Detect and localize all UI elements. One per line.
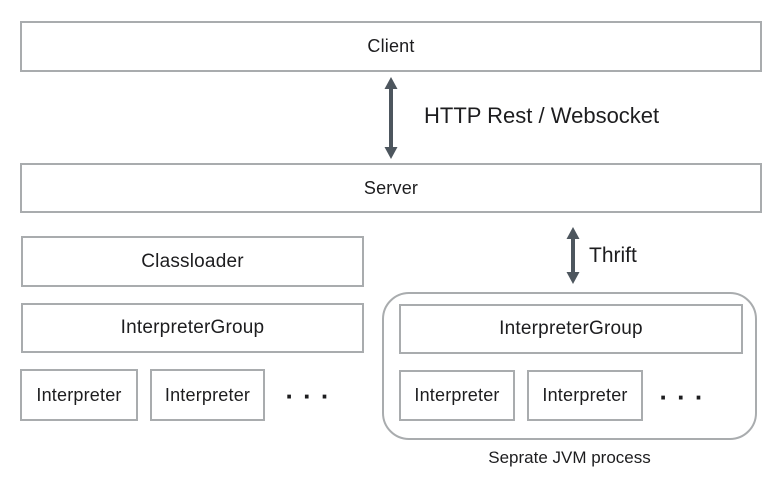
client-label: Client bbox=[367, 36, 415, 56]
server-label: Server bbox=[363, 177, 419, 198]
local-interpreters-ellipsis: ··· bbox=[285, 381, 339, 411]
thrift-double-arrow-icon bbox=[566, 227, 580, 284]
remote-interpreter-label-2: Interpreter bbox=[542, 385, 628, 405]
remote-interpreter-group-box: InterpreterGroup bbox=[399, 304, 743, 354]
thrift-label: Thrift bbox=[589, 244, 637, 267]
local-interpreter-box-2: Interpreter bbox=[150, 369, 265, 421]
http-double-arrow-icon bbox=[384, 77, 398, 159]
local-interpreter-group-box: InterpreterGroup bbox=[21, 303, 364, 353]
http-rest-websocket-label: HTTP Rest / Websocket bbox=[424, 103, 660, 128]
local-interpreter-group-label: InterpreterGroup bbox=[120, 317, 265, 338]
server-box: Server bbox=[20, 163, 762, 213]
remote-interpreter-box-1: Interpreter bbox=[399, 370, 515, 421]
local-interpreter-label-1: Interpreter bbox=[36, 384, 122, 405]
separate-jvm-caption: Seprate JVM process bbox=[488, 448, 651, 467]
classloader-box: Classloader bbox=[21, 236, 364, 287]
local-interpreter-label-2: Interpreter bbox=[164, 384, 251, 405]
remote-interpreters-ellipsis: ··· bbox=[659, 382, 713, 412]
classloader-label: Classloader bbox=[141, 250, 244, 272]
client-box: Client bbox=[20, 21, 762, 72]
remote-interpreter-label-1: Interpreter bbox=[414, 385, 500, 405]
remote-interpreter-box-2: Interpreter bbox=[527, 370, 643, 421]
local-interpreter-box-1: Interpreter bbox=[20, 369, 138, 421]
remote-interpreter-group-label: InterpreterGroup bbox=[499, 318, 643, 339]
